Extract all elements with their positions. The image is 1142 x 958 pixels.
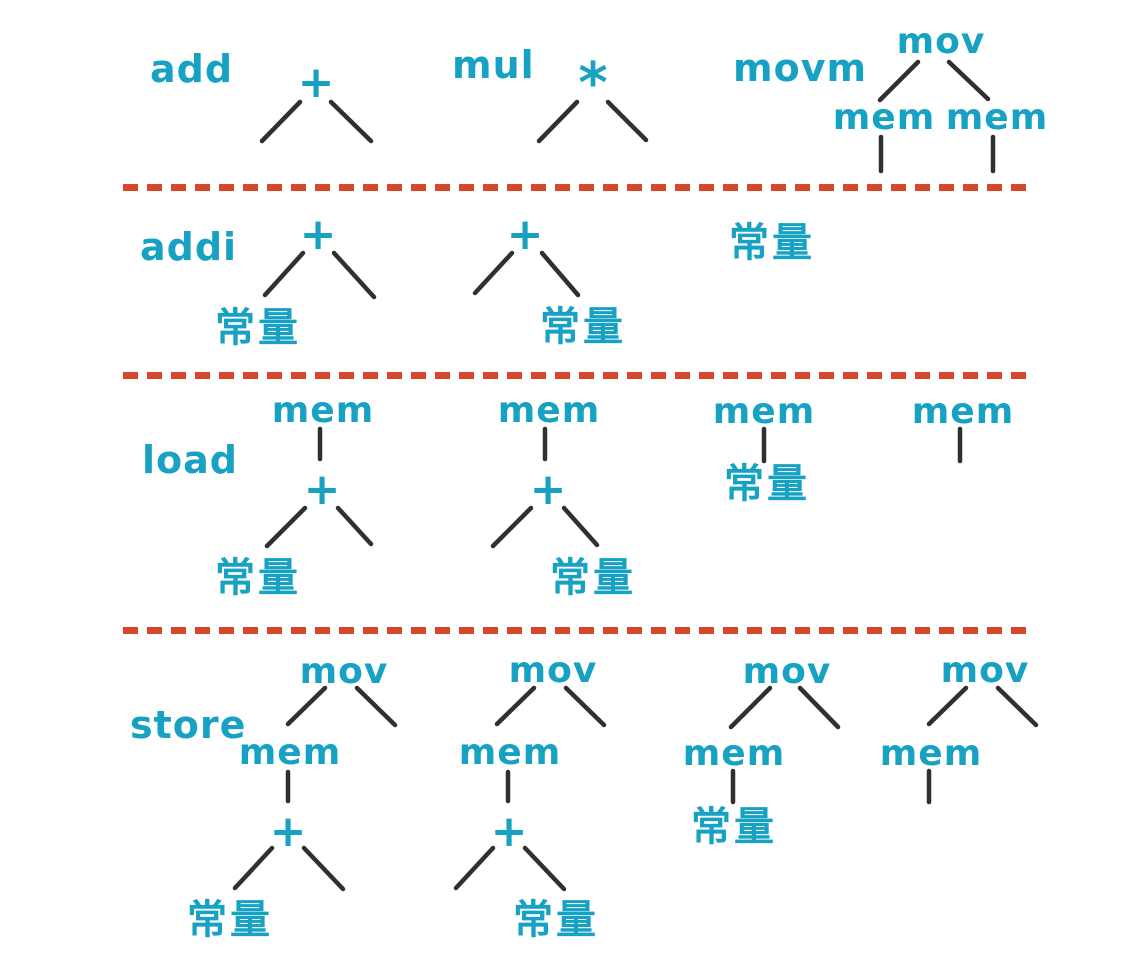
node-mov: mov	[742, 651, 832, 692]
node-plus: +	[303, 464, 341, 515]
node-star: *	[578, 51, 608, 116]
node-constant: 常量	[540, 304, 626, 350]
edge-right	[995, 685, 1039, 728]
node-mem: mem	[458, 732, 562, 773]
edge-left	[264, 505, 308, 549]
edge-right	[605, 99, 649, 143]
edge-left	[926, 685, 969, 727]
node-mem: mem	[271, 390, 375, 431]
edge-left	[472, 250, 515, 296]
edge-left	[494, 685, 537, 727]
instruction-label-add: add	[150, 47, 234, 91]
node-mem: mem	[712, 391, 816, 432]
edge-right	[301, 845, 346, 892]
edge-right	[331, 250, 377, 300]
edge-left	[262, 250, 306, 298]
node-plus: +	[506, 209, 544, 260]
edge-left	[232, 845, 275, 891]
instruction-label-addi: addi	[140, 225, 238, 269]
instruction-label-store: store	[130, 703, 247, 747]
node-mem: mem	[945, 97, 1049, 138]
node-constant: 常量	[550, 555, 636, 601]
node-constant: 常量	[724, 461, 810, 507]
instruction-label-movm: movm	[733, 46, 868, 90]
edge-right	[561, 505, 600, 548]
node-plus: +	[490, 806, 528, 857]
edge-left	[536, 99, 580, 144]
instruction-label-load: load	[142, 438, 238, 482]
node-constant: 常量	[691, 804, 777, 850]
edge-right	[539, 250, 581, 298]
edge-left	[453, 845, 496, 891]
edge-right	[354, 685, 398, 728]
edge-left	[490, 505, 534, 549]
edge-right	[946, 59, 991, 102]
edge-left	[728, 685, 773, 730]
node-plus: +	[529, 464, 567, 515]
edge-left	[285, 685, 328, 727]
node-plus: +	[297, 57, 335, 108]
node-mov: mov	[940, 650, 1030, 691]
edge-left	[877, 59, 921, 103]
node-mov: mov	[299, 651, 389, 692]
node-plus: +	[269, 806, 307, 857]
node-mem: mem	[682, 733, 786, 774]
edge-right	[522, 845, 567, 892]
node-mem: mem	[879, 733, 983, 774]
node-mov: mov	[508, 650, 598, 691]
edge-left	[259, 99, 303, 144]
node-constant: 常量	[513, 897, 599, 943]
node-constant: 常量	[187, 897, 273, 943]
node-mem: mem	[238, 732, 342, 773]
edge-right	[328, 99, 374, 144]
section-divider	[123, 372, 1035, 379]
node-plus: +	[299, 209, 337, 260]
node-mem: mem	[832, 97, 936, 138]
edge-right	[335, 505, 374, 547]
instruction-label-mul: mul	[452, 43, 535, 87]
node-mov: mov	[896, 21, 986, 62]
node-constant: 常量	[215, 305, 301, 351]
node-mem: mem	[911, 391, 1015, 432]
edge-right	[563, 685, 607, 728]
node-constant: 常量	[729, 220, 815, 266]
node-mem: mem	[497, 390, 601, 431]
edge-right	[797, 685, 841, 730]
node-constant: 常量	[215, 555, 301, 601]
section-divider	[123, 627, 1035, 634]
section-divider	[123, 184, 1035, 191]
